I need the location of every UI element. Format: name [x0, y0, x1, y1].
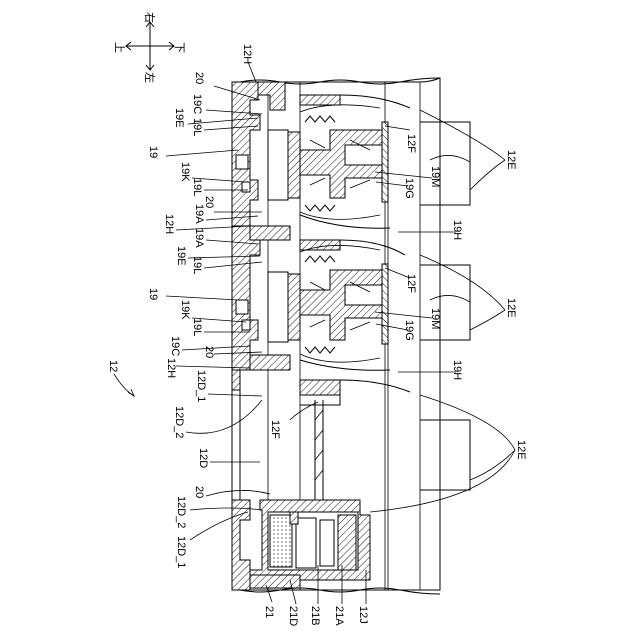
dir-right-label: 右 — [143, 12, 157, 23]
label-12D-1-a: 12D_1 — [195, 370, 207, 402]
dir-left-label: 左 — [143, 72, 156, 83]
label-12F-a: 12F — [405, 134, 417, 153]
label-12H-top: 12H — [241, 44, 253, 64]
contact-assembly-lower — [268, 245, 388, 362]
label-12D: 12D — [197, 448, 209, 468]
label-19E-mid: 19E — [175, 246, 187, 266]
label-12F-b: 12F — [405, 274, 417, 293]
label-20-bot: 20 — [193, 486, 205, 498]
label-19-top: 19 — [147, 146, 159, 158]
module-21 — [250, 500, 370, 588]
label-21D: 21D — [287, 606, 299, 626]
label-12H-mid: 12H — [163, 214, 175, 234]
label-19G-a: 19G — [403, 178, 415, 199]
label-21: 21 — [263, 606, 275, 618]
label-19K-mid: 19K — [179, 300, 191, 320]
label-19L-d: 19L — [191, 318, 203, 336]
label-19C-top: 19C — [191, 94, 203, 114]
label-12D-2-b: 12D_2 — [175, 496, 187, 528]
label-12D-1-b: 12D_1 — [175, 536, 187, 568]
label-19M-a: 19M — [429, 166, 441, 187]
label-19K-top: 19K — [179, 162, 191, 182]
dir-down-label: 下 — [173, 42, 185, 53]
label-19L-b: 19L — [191, 178, 203, 196]
label-19L-c: 19L — [191, 256, 203, 274]
label-19H-b: 19H — [451, 360, 463, 380]
label-19L-a: 19L — [191, 118, 203, 136]
contact-assembly-upper — [268, 105, 388, 220]
label-19A-b: 19A — [193, 228, 205, 248]
label-19H-a: 19H — [451, 220, 463, 240]
label-19-mid: 19 — [147, 288, 159, 300]
label-12J: 12J — [357, 606, 369, 624]
label-12E-b: 12E — [505, 298, 517, 318]
label-20-top: 20 — [193, 72, 205, 84]
slot-12D — [300, 395, 340, 500]
label-19E-top: 19E — [173, 108, 185, 128]
label-19M-b: 19M — [429, 308, 441, 329]
label-20-low: 20 — [203, 346, 215, 358]
left-wall-hatched — [232, 82, 260, 590]
label-12F-c: 12F — [269, 420, 281, 439]
label-12D-2-a: 12D_2 — [173, 406, 185, 438]
label-19C-mid: 19C — [169, 336, 181, 356]
dir-up-label: 上 — [113, 42, 126, 53]
label-21B: 21B — [309, 606, 321, 626]
label-19A-a: 19A — [193, 204, 205, 224]
label-12E-a: 12E — [505, 150, 517, 170]
direction-indicator: 右 左 上 下 — [113, 12, 185, 83]
label-12H-low: 12H — [165, 358, 177, 378]
label-12E-c: 12E — [515, 440, 527, 460]
label-19G-b: 19G — [403, 320, 415, 341]
label-12-main: 12 — [107, 360, 119, 372]
label-21A: 21A — [333, 606, 345, 626]
